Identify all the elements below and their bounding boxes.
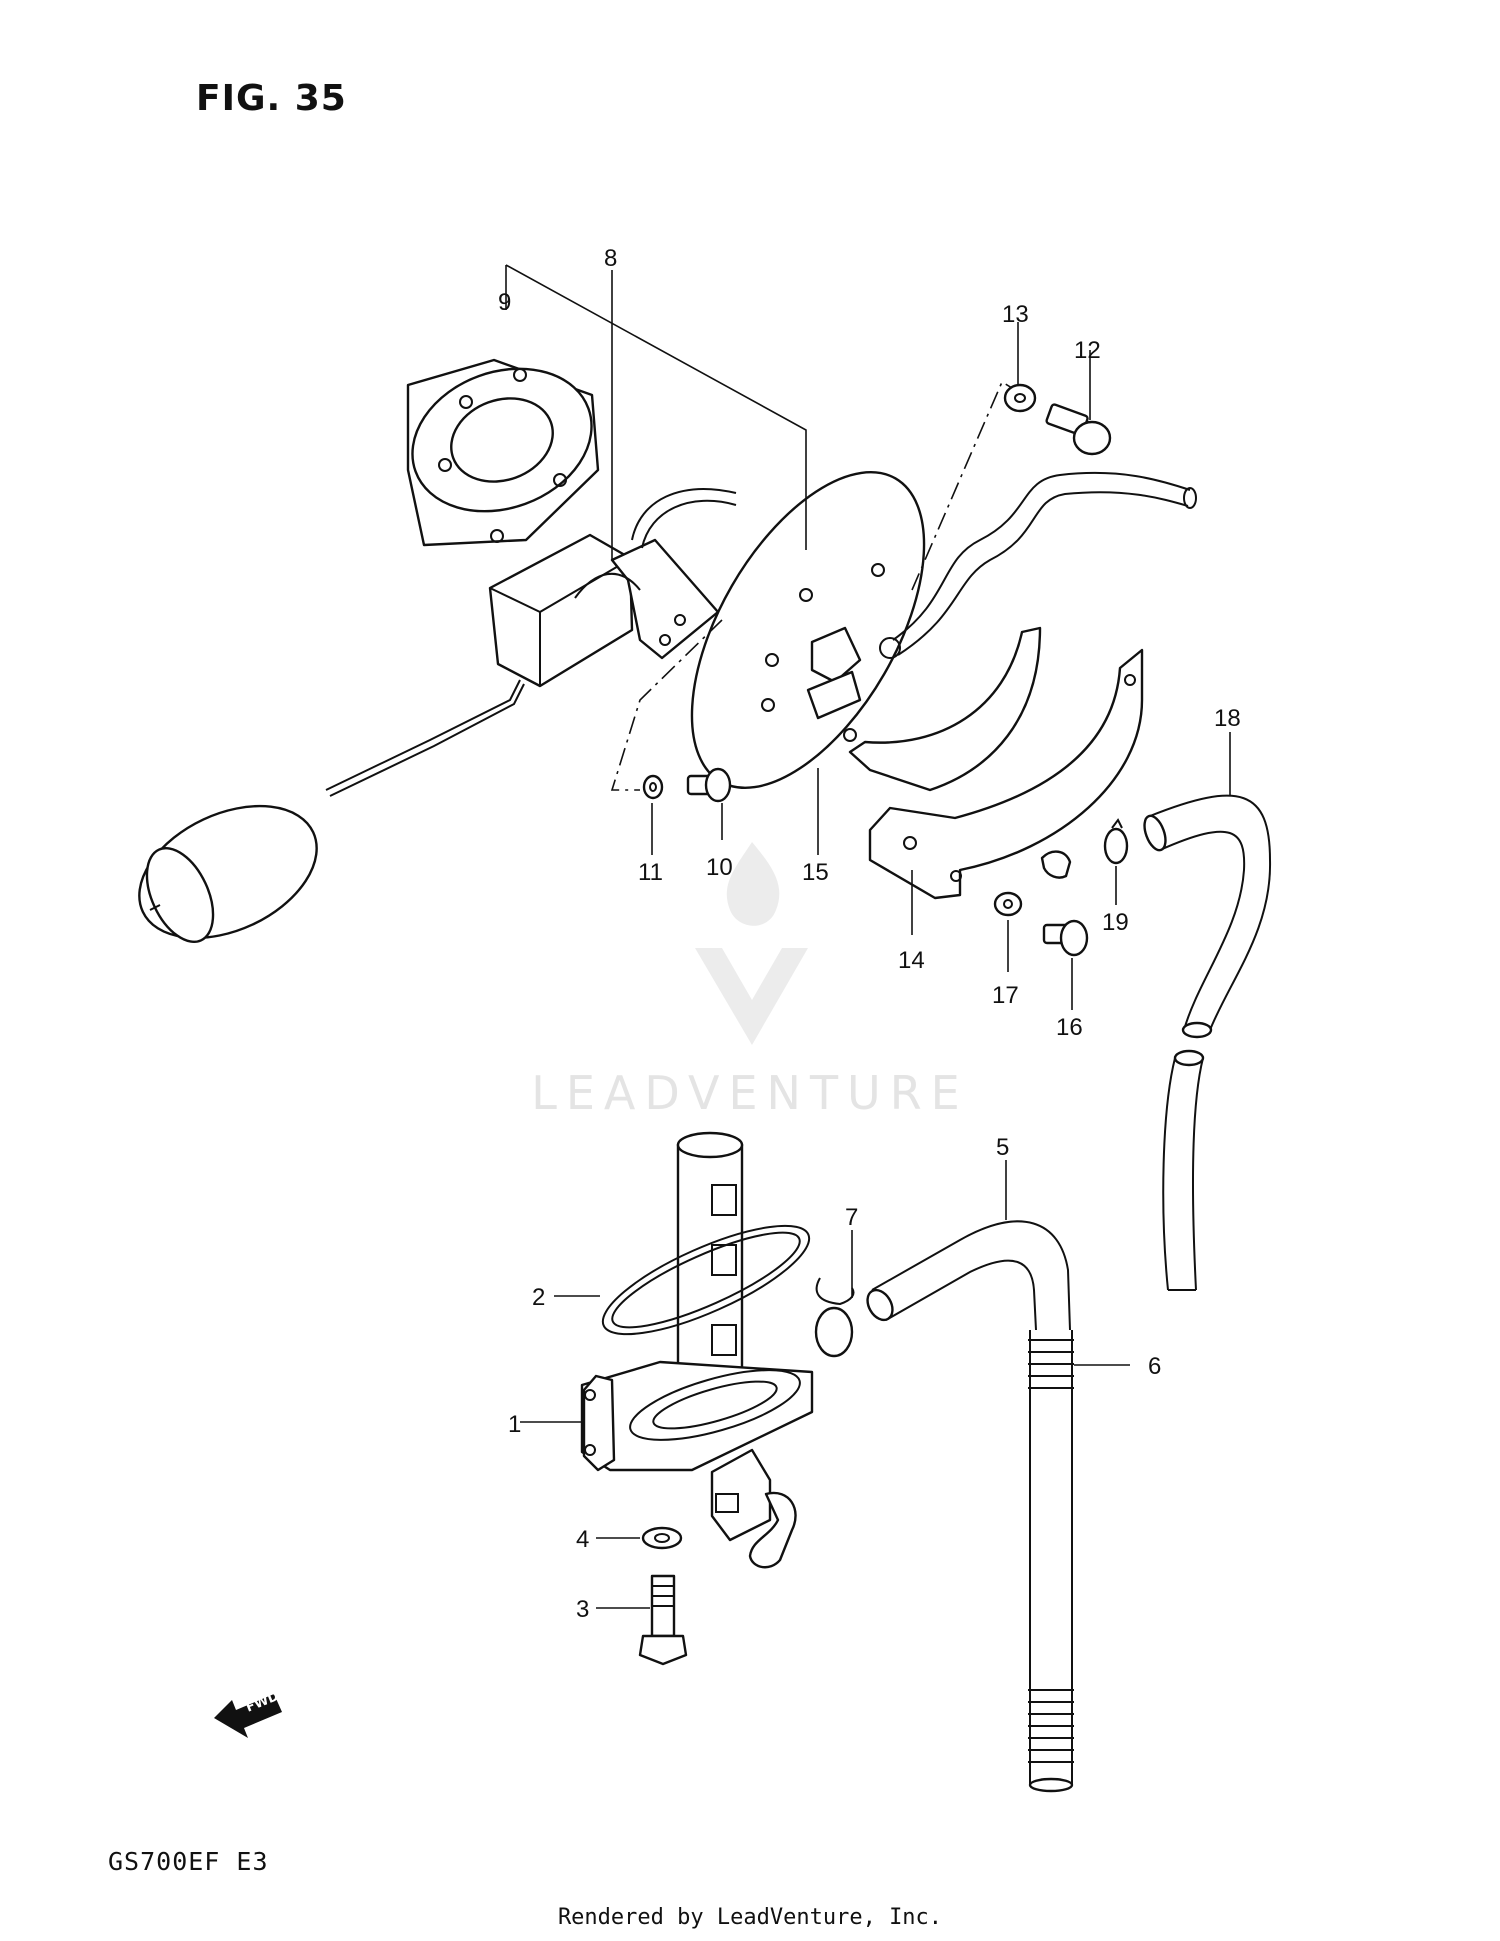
hose-part-5 (866, 1220, 1071, 1331)
screw-part-16 (1042, 919, 1089, 957)
callout-16: 16 (1056, 1014, 1083, 1041)
callout-13: 13 (1002, 301, 1029, 328)
tank-mounting-plate (690, 470, 1197, 790)
callout-8: 8 (604, 245, 617, 272)
callout-labels: 1 2 3 4 5 6 7 8 9 10 11 12 13 14 15 16 1… (498, 245, 1241, 1623)
callout-2: 2 (532, 1284, 545, 1311)
screw-part-10 (686, 767, 732, 803)
callout-15: 15 (802, 859, 829, 886)
washer-part-4 (641, 1526, 683, 1550)
fuel-gauge-unit-part-8 (138, 488, 737, 944)
callout-4: 4 (576, 1526, 589, 1553)
hose-part-6 (1028, 1330, 1074, 1793)
model-code: GS700EF E3 (108, 1847, 269, 1876)
callout-1: 1 (508, 1411, 521, 1438)
callout-7: 7 (845, 1204, 858, 1231)
render-credit: Rendered by LeadVenture, Inc. (557, 1905, 943, 1930)
callout-17: 17 (992, 982, 1019, 1009)
figure-title: FIG. 35 (196, 78, 347, 119)
washer-part-11 (642, 774, 664, 800)
callout-18: 18 (1214, 705, 1241, 732)
watermark-text: LEADVENTURE (531, 1066, 969, 1120)
callout-10: 10 (706, 854, 733, 881)
callout-11: 11 (638, 859, 663, 886)
gasket-part-9 (406, 358, 600, 547)
watermark-logo (695, 842, 808, 1045)
fuel-cock-part-1 (580, 1131, 814, 1569)
washer-part-17 (993, 891, 1023, 917)
callout-5: 5 (996, 1134, 1009, 1161)
callout-9: 9 (498, 289, 511, 316)
callout-12: 12 (1074, 337, 1101, 364)
forward-direction-arrow: FWD (214, 1689, 282, 1738)
callout-6: 6 (1148, 1353, 1161, 1380)
callout-3: 3 (576, 1596, 589, 1623)
cover-part-14 (868, 648, 1144, 900)
callout-14: 14 (898, 947, 925, 974)
bolt-part-3 (638, 1574, 688, 1666)
clip-part-19 (1103, 818, 1129, 865)
callout-19: 19 (1102, 909, 1129, 936)
o-ring-part-2 (601, 1224, 811, 1336)
leader-lines (505, 264, 1231, 1609)
cushion-part-15 (848, 626, 1042, 792)
washer-part-13 (1003, 383, 1037, 413)
clip-part-7 (814, 1277, 855, 1358)
hose-part-18 (1143, 794, 1272, 1291)
bolt-part-12 (1045, 403, 1112, 456)
